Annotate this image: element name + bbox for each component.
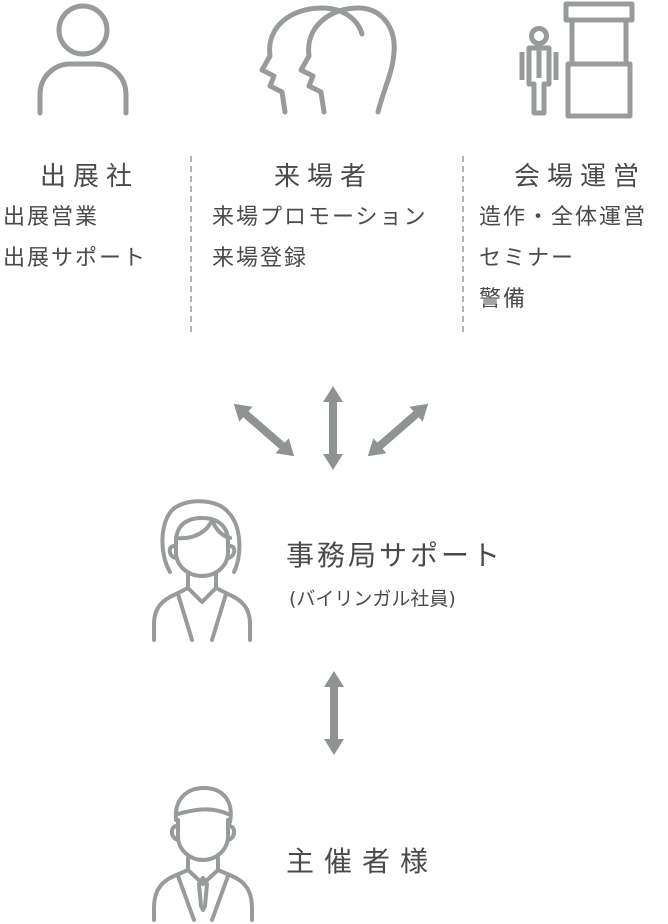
column-divider-right [462,156,464,332]
column-item-venue-3: 警備 [479,287,528,312]
visitors-heads-icon [259,5,397,115]
column-heading-venue: 会場運営 [514,162,647,192]
column-item-venue-2: セミナー [479,246,576,271]
column-heading-exhibitors: 出展社 [40,162,140,192]
organizer-title: 主催者様 [286,845,439,878]
column-item-visitors-2: 来場登録 [212,246,309,271]
column-divider-left [190,156,192,332]
column-heading-visitors: 来場者 [274,162,374,192]
booth-staff-icon [519,1,635,119]
secretariat-subtitle: (バイリンガル社員) [289,588,456,610]
arrow-to-organizer [324,671,344,755]
secretariat-woman-icon [152,499,252,642]
organizer-man-icon [152,786,254,922]
arrows-to-secretariat [233,386,429,470]
column-item-venue-1: 造作・全体運営 [479,205,648,230]
column-item-visitors-1: 来場プロモーション [212,205,428,230]
column-item-exhibitors-2: 出展サポート [3,246,148,271]
column-item-exhibitors-1: 出展営業 [3,205,100,230]
exhibitor-person-icon [37,3,129,116]
secretariat-title: 事務局サポート [286,539,504,572]
